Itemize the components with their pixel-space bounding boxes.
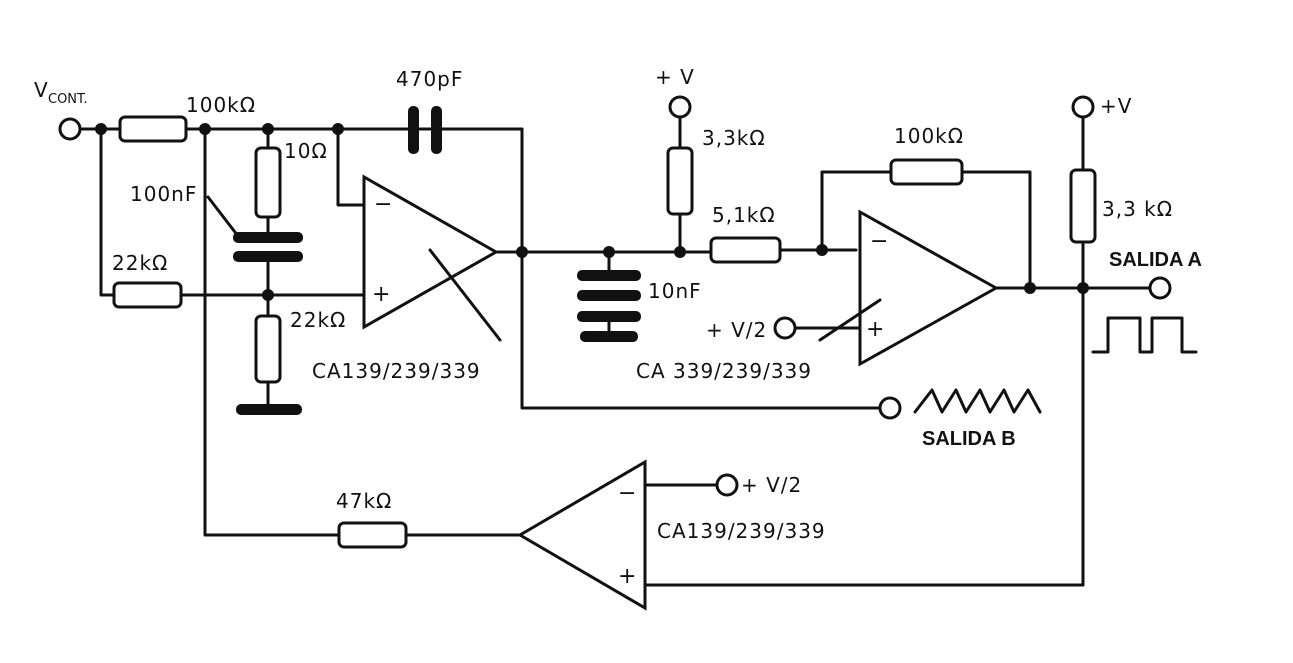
c-470p-label: 470pF <box>396 67 463 91</box>
ic3-minus-pin: − <box>618 481 636 506</box>
ic3-label: CA139/239/339 <box>657 519 826 543</box>
r-3k3-output-label: 3,3 kΩ <box>1102 197 1173 221</box>
terminal-vhalf-ic3 <box>715 473 739 497</box>
ic2-plus-pin: + <box>866 317 884 342</box>
capacitor-10nf <box>577 270 641 342</box>
terminal-vcont <box>58 117 82 141</box>
comparator-ic3: − + <box>517 459 647 611</box>
comparator-ic2: − + <box>818 209 1000 367</box>
salida-b-label: SALIDA B <box>922 428 1016 450</box>
r-22k-ground-label: 22kΩ <box>290 308 346 332</box>
junctions <box>95 123 1089 301</box>
terminal-salida-a <box>1148 276 1172 300</box>
vhalf-ic3-label: + V/2 <box>741 473 802 497</box>
terminal-salida-b <box>878 396 902 420</box>
vhalf-ic2-label: + V/2 <box>706 318 767 342</box>
ic2-minus-pin: − <box>870 229 888 254</box>
terminal-vplus-2 <box>1071 95 1095 119</box>
vcont-label: V <box>34 78 49 102</box>
resistor-22k-ground <box>254 314 282 384</box>
ic3-plus-pin: + <box>618 564 636 589</box>
capacitors <box>233 106 641 415</box>
capacitor-470pf <box>336 106 524 154</box>
ground-bar <box>236 404 302 415</box>
sawtooth-wave-icon <box>913 388 1042 414</box>
resistor-5k1 <box>709 236 782 264</box>
r-5k1-label: 5,1kΩ <box>712 203 776 227</box>
vplus-2-label: +V <box>1100 94 1132 118</box>
resistor-3k3-pullup <box>666 146 694 216</box>
resistor-47k <box>337 521 408 549</box>
r-10-label: 10Ω <box>284 139 328 163</box>
comparator-ic1: − + <box>362 174 502 342</box>
square-wave-icon <box>1091 316 1198 354</box>
resistor-10-ohm <box>254 146 282 219</box>
c-100n-leader <box>206 195 240 238</box>
resistor-100k-feedback <box>889 158 964 186</box>
resistor-100k-input <box>118 115 188 143</box>
salida-a-label: SALIDA A <box>1109 249 1202 271</box>
r-22k-input-label: 22kΩ <box>112 251 168 275</box>
ic2-label: CA 339/239/339 <box>636 359 812 383</box>
c-100n-label: 100nF <box>130 182 197 206</box>
resistors <box>112 115 1097 549</box>
r-3k3-pullup-label: 3,3kΩ <box>702 126 766 150</box>
c-10n-label: 10nF <box>648 279 702 303</box>
ic1-label: CA139/239/339 <box>312 359 481 383</box>
resistor-3k3-output <box>1069 168 1097 244</box>
terminal-vhalf-ic2 <box>773 316 797 340</box>
ic1-plus-pin: + <box>372 282 390 307</box>
r-100k-input-label: 100kΩ <box>186 93 256 117</box>
capacitor-100nf <box>233 232 303 262</box>
r-47k-label: 47kΩ <box>336 489 392 513</box>
ic1-minus-pin: − <box>374 192 392 217</box>
r-100k-feedback-label: 100kΩ <box>894 124 964 148</box>
resistor-22k-input <box>112 281 183 309</box>
terminal-vplus-1 <box>668 95 692 119</box>
vplus-1-label: + V <box>655 65 695 89</box>
labels: V CONT. 100kΩ 10Ω 100nF 22kΩ 22kΩ 470pF … <box>34 65 1202 543</box>
vcont-sub-label: CONT. <box>48 92 88 107</box>
terminals <box>58 95 1172 497</box>
